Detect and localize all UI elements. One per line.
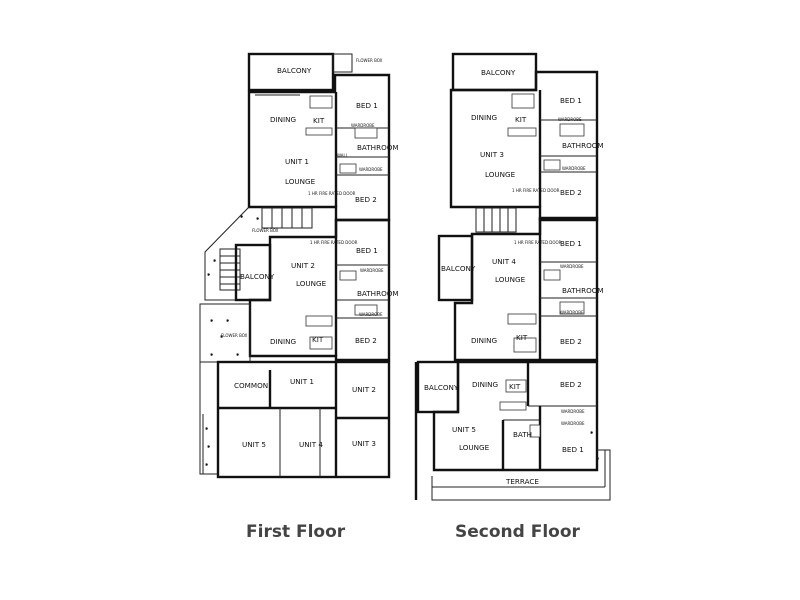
label-bathroom-unit-4: BATHROOM	[562, 286, 604, 295]
storage-block-outline	[216, 360, 391, 479]
svg-text:✱: ✱	[205, 462, 209, 467]
label-flower-box-left: FLOWER BOX	[221, 333, 248, 338]
label-common: COMMON	[234, 381, 268, 390]
label-bed2-unit-2: BED 2	[355, 336, 377, 345]
label-storage-unit-2: UNIT 2	[352, 385, 376, 394]
label-bed1-unit-5: BED 1	[562, 445, 584, 454]
label-storage-unit-5: UNIT 5	[242, 440, 266, 449]
label-kit-2: KIT	[312, 335, 324, 344]
balcony-unit-2	[234, 243, 272, 302]
label-wall-u1: WALL	[337, 153, 349, 158]
flower-box-top-outline	[332, 53, 353, 73]
external-ramp	[204, 206, 250, 301]
label-unit-5: UNIT 5	[452, 425, 476, 434]
label-wardrobe-u2b: WARDROBE	[359, 312, 383, 317]
label-balcony-second-top: BALCONY	[481, 68, 516, 77]
label-bed1-unit-1: BED 1	[356, 101, 378, 110]
label-fire-door-u3: 1 HR FIRE RATED DOOR	[512, 188, 560, 193]
svg-text:✱: ✱	[207, 444, 211, 449]
label-wardrobe-u5b: WARDROBE	[561, 421, 585, 426]
label-bathroom-unit-3: BATHROOM	[562, 141, 604, 150]
label-lounge-5: LOUNGE	[459, 443, 490, 452]
svg-text:✱: ✱	[236, 352, 240, 357]
label-lounge-3: LOUNGE	[485, 170, 516, 179]
label-bed2-unit-3: BED 2	[560, 188, 582, 197]
svg-text:✱: ✱	[210, 318, 214, 323]
svg-text:✱: ✱	[256, 216, 260, 221]
label-terrace: TERRACE	[505, 477, 539, 486]
label-bed1-unit-3: BED 1	[560, 96, 582, 105]
label-storage-unit-4: UNIT 4	[299, 440, 323, 449]
label-lounge-2: LOUNGE	[296, 279, 327, 288]
label-unit-4: UNIT 4	[492, 257, 516, 266]
stairs-unit-1	[261, 207, 313, 229]
label-dining-1: DINING	[270, 115, 296, 124]
label-bed2-unit-1: BED 2	[355, 195, 377, 204]
label-dining-3: DINING	[471, 113, 497, 122]
label-flower-box-mid: FLOWER BOX	[252, 228, 279, 233]
svg-text:✱: ✱	[596, 456, 600, 461]
label-bathroom-unit-1: BATHROOM	[357, 143, 399, 152]
svg-text:✱: ✱	[213, 258, 217, 263]
first-floor-title: First Floor	[246, 522, 346, 542]
label-bath-5: BATH	[513, 430, 532, 439]
label-balcony-5: BALCONY	[424, 383, 459, 392]
label-fire-door-u1: 1 HR FIRE RATED DOOR	[308, 191, 356, 196]
label-fire-door-u4: 1 HR FIRE RATED DOOR	[514, 240, 562, 245]
label-kit-5: KIT	[509, 382, 521, 391]
label-bathroom-unit-2: BATHROOM	[357, 289, 399, 298]
label-wardrobe-u3: WARDROBE	[558, 117, 582, 122]
second-floor-title: Second Floor	[455, 522, 580, 542]
label-wardrobe-u5: WARDROBE	[561, 409, 585, 414]
svg-text:✱: ✱	[207, 272, 211, 277]
label-lounge-1: LOUNGE	[285, 177, 316, 186]
label-storage-unit-3: UNIT 3	[352, 439, 376, 448]
label-balcony-4: BALCONY	[441, 264, 476, 273]
label-fire-door-u2: 1 HR FIRE RATED DOOR	[310, 240, 358, 245]
label-lounge-4: LOUNGE	[495, 275, 526, 284]
terrace-outline	[431, 449, 611, 501]
label-dining-4: DINING	[471, 336, 497, 345]
svg-text:✱: ✱	[205, 426, 209, 431]
label-kit-4: KIT	[516, 333, 528, 342]
label-wardrobe-u1: WARDROBE	[351, 123, 375, 128]
svg-text:✱: ✱	[226, 318, 230, 323]
label-balcony-first-top: BALCONY	[277, 66, 312, 75]
balcony-unit-4	[437, 234, 474, 302]
second-floor-plan: ✱ ✱ BALCONY DINING KIT UNIT 3 LOUNGE BED…	[414, 52, 611, 501]
label-unit-1: UNIT 1	[285, 157, 309, 166]
label-bed2-unit-5: BED 2	[560, 380, 582, 389]
label-dining-5: DINING	[472, 380, 498, 389]
label-unit-2: UNIT 2	[291, 261, 315, 270]
label-kit-1: KIT	[313, 116, 325, 125]
label-dining-2: DINING	[270, 337, 296, 346]
label-balcony-2: BALCONY	[240, 272, 275, 281]
label-storage-unit-1: UNIT 1	[290, 377, 314, 386]
svg-text:✱: ✱	[240, 214, 244, 219]
label-bed1-unit-2: BED 1	[356, 246, 378, 255]
label-wardrobe-u4b: WARDROBE	[560, 310, 584, 315]
label-wardrobe-u4: WARDROBE	[560, 264, 584, 269]
label-flower-box-top: FLOWER BOX	[356, 58, 383, 63]
svg-text:✱: ✱	[210, 352, 214, 357]
label-bed2-unit-4: BED 2	[560, 337, 582, 346]
label-wardrobe-u2: WARDROBE	[360, 268, 384, 273]
balcony-unit-5	[416, 360, 460, 414]
first-floor-plan: ✱ ✱ ✱ ✱ ✱ ✱ ✱ ✱ ✱ ✱ ✱ ✱ BALCONY FLOWER B…	[199, 52, 399, 479]
label-wardrobe-u3b: WARDROBE	[562, 166, 586, 171]
label-bed1-unit-4: BED 1	[560, 239, 582, 248]
svg-text:✱: ✱	[590, 430, 594, 435]
label-kit-3: KIT	[515, 115, 527, 124]
svg-text:✱: ✱	[220, 334, 224, 339]
stairs-unit-3	[475, 207, 517, 233]
label-wardrobe-u1b: WARDROBE	[359, 167, 383, 172]
label-unit-3: UNIT 3	[480, 150, 504, 159]
